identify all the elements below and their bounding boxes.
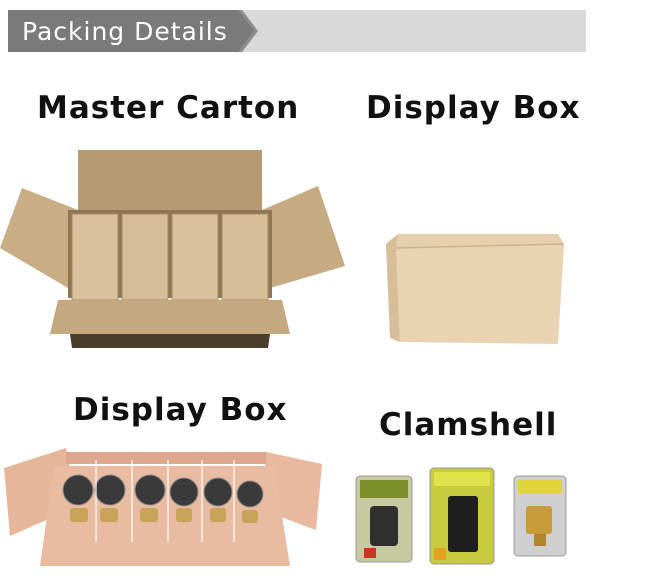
master-carton-image <box>0 150 345 348</box>
master-carton-label: Master Carton <box>37 90 300 126</box>
header-tab: Packing Details <box>8 10 258 52</box>
page-title: Packing Details <box>22 17 228 46</box>
display-box-plain-label: Display Box <box>366 90 581 126</box>
display-box-filled-image <box>4 448 322 566</box>
clamshell-image <box>355 467 567 565</box>
display-box-filled-label: Display Box <box>73 392 288 428</box>
display-box-plain-image <box>386 234 565 344</box>
clamshell-label: Clamshell <box>379 407 558 443</box>
